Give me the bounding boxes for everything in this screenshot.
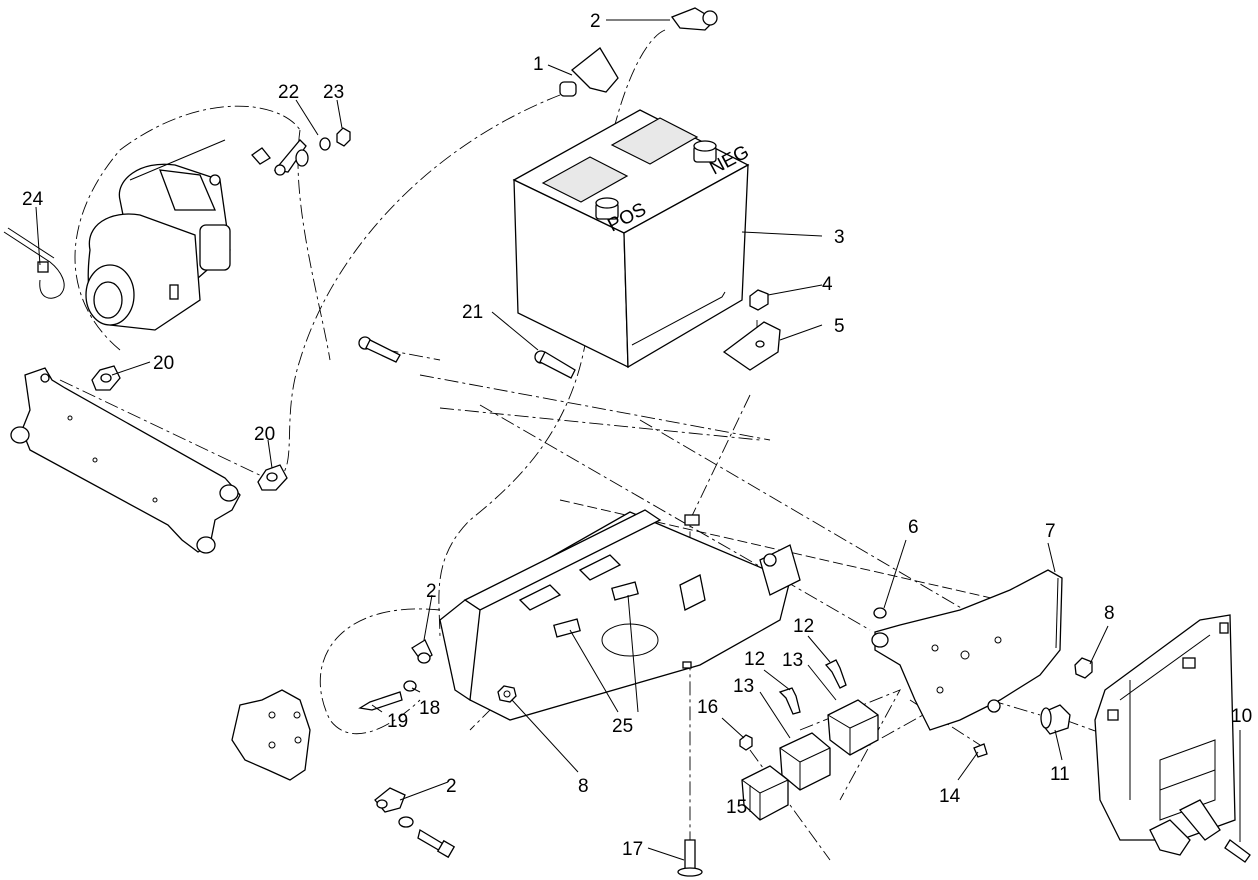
relays (741, 699, 879, 821)
callout-12-lower: 12 (744, 649, 765, 670)
callout-21: 21 (462, 302, 483, 323)
frame-bracket (231, 689, 311, 781)
callout-13-lower: 13 (733, 676, 754, 697)
callout-20-upper: 20 (153, 353, 174, 374)
callout-labels: 1 2 3 4 5 6 7 8 8 10 11 12 12 13 13 14 1… (22, 11, 1252, 860)
controller-bracket (871, 569, 1063, 731)
engine-bracket (10, 367, 241, 554)
callout-23: 23 (323, 82, 344, 103)
battery-rod (534, 350, 576, 379)
callout-1: 1 (533, 54, 544, 75)
callout-10: 10 (1231, 706, 1252, 727)
callout-6: 6 (908, 517, 919, 538)
callout-22: 22 (278, 82, 299, 103)
callout-8-lower: 8 (578, 776, 589, 797)
callout-16: 16 (697, 697, 718, 718)
callout-20-lower: 20 (254, 424, 275, 445)
callout-18: 18 (419, 698, 440, 719)
battery: POS NEG (512, 109, 753, 369)
callout-24: 24 (22, 189, 44, 210)
ground-cable-hardware (358, 639, 456, 859)
callout-17: 17 (622, 839, 643, 860)
callout-19: 19 (387, 711, 408, 732)
controller-module (1094, 614, 1251, 863)
controller-hardware (873, 607, 1093, 758)
tray-nut (497, 685, 517, 703)
callout-12-upper: 12 (793, 616, 814, 637)
small-screws (677, 659, 847, 877)
callout-8-right: 8 (1104, 603, 1115, 624)
callout-25: 25 (612, 716, 633, 737)
callout-2-mid: 2 (426, 581, 437, 602)
callout-13-upper: 13 (782, 650, 803, 671)
callout-2-low: 2 (446, 776, 457, 797)
leader-lines (35, 19, 1241, 861)
terminal-boot (559, 47, 619, 97)
callout-3: 3 (834, 227, 845, 248)
ring-terminals (91, 365, 288, 491)
callout-7: 7 (1045, 521, 1056, 542)
callout-4: 4 (822, 274, 833, 295)
cable-terminal-top (670, 7, 718, 31)
battery-tray (439, 509, 801, 721)
battery-pads (553, 581, 639, 638)
callout-14: 14 (939, 786, 961, 807)
callout-5: 5 (834, 316, 845, 337)
starter-terminal-hardware (251, 127, 351, 176)
rod-bolt (358, 336, 401, 363)
callout-15: 15 (726, 797, 747, 818)
callout-2-top: 2 (590, 11, 601, 32)
cable-tie (3, 227, 65, 299)
callout-11: 11 (1050, 764, 1070, 785)
starter-motor (85, 139, 231, 331)
battery-hold-down (722, 289, 781, 371)
